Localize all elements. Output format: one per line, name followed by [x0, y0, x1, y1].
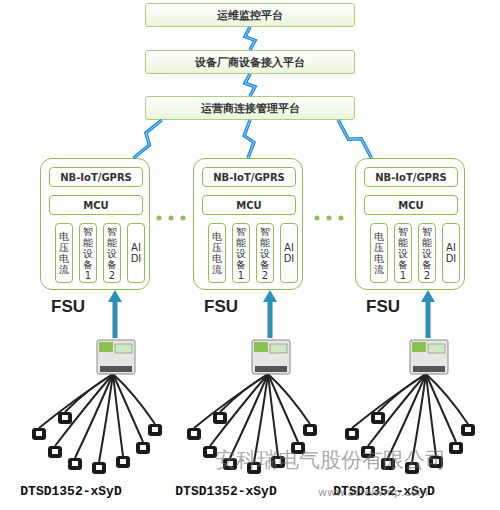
- lightning-stroke: [338, 120, 371, 158]
- module-box: MCU: [364, 195, 458, 215]
- fsu-label: FSU: [51, 297, 85, 317]
- interface-name: AI DI: [282, 242, 296, 264]
- wireless-link: [245, 27, 255, 50]
- interface-name: 电压电流: [210, 231, 224, 275]
- wireless-link: [338, 120, 371, 158]
- data-arrow: [108, 290, 122, 338]
- meter-device: DTSD1352-xSyD: [85, 338, 145, 473]
- lightning-highlight: [134, 120, 162, 158]
- wireless-link: [244, 120, 254, 158]
- module-name: NB-IoT/GPRS: [375, 172, 447, 183]
- fsu-box: FSUNB-IoT/GPRSMCU电压电流智能设备1智能设备2AI DI: [193, 158, 303, 290]
- lightning-stroke: [134, 120, 162, 158]
- module-name: NB-IoT/GPRS: [60, 172, 132, 183]
- data-arrow: [421, 290, 435, 338]
- arrow-head: [263, 290, 277, 302]
- lightning-highlight: [245, 74, 255, 96]
- lightning-stroke: [245, 74, 255, 96]
- fsu-label: FSU: [366, 297, 400, 317]
- ellipsis-dot: [169, 216, 174, 221]
- platform-name: 设备厂商设备接入平台: [195, 55, 305, 70]
- module-box: NB-IoT/GPRS: [202, 167, 296, 187]
- interface-name: 智能设备2: [258, 226, 272, 281]
- interface-box: 电压电流: [370, 223, 388, 283]
- watermark: www.acrelwmp.com: [318, 486, 428, 499]
- interface-name: 智能设备1: [396, 226, 410, 281]
- module-name: NB-IoT/GPRS: [213, 172, 285, 183]
- arrow-head: [108, 290, 122, 302]
- fsu-label: FSU: [204, 297, 238, 317]
- lightning-stroke: [244, 120, 254, 158]
- interface-box: 电压电流: [55, 223, 73, 283]
- interface-box: 智能设备2: [256, 223, 274, 283]
- interface-name: 智能设备1: [81, 226, 95, 281]
- interface-box: AI DI: [280, 223, 298, 283]
- interface-box: 智能设备1: [394, 223, 412, 283]
- interface-name: 电压电流: [372, 231, 386, 275]
- arrow-shaft: [113, 301, 118, 338]
- platform-box: 运营商连接管理平台: [145, 96, 355, 120]
- interface-name: 智能设备2: [420, 226, 434, 281]
- ellipsis-dot: [339, 216, 344, 221]
- platform-box: 设备厂商设备接入平台: [145, 50, 355, 74]
- module-box: MCU: [49, 195, 143, 215]
- interface-name: AI DI: [444, 242, 458, 264]
- interface-box: AI DI: [127, 223, 145, 283]
- platform-name: 运维监控平台: [217, 8, 283, 23]
- interface-name: 智能设备1: [234, 226, 248, 281]
- ellipsis-dot: [327, 216, 332, 221]
- interface-box: 智能设备1: [79, 223, 97, 283]
- lightning-highlight: [245, 27, 255, 50]
- arrow-shaft: [268, 301, 273, 338]
- meter-illustration: [32, 340, 162, 474]
- arrow-shaft: [426, 301, 431, 338]
- interface-box: 智能设备2: [103, 223, 121, 283]
- platform-box: 运维监控平台: [145, 3, 355, 27]
- fsu-box: FSUNB-IoT/GPRSMCU电压电流智能设备1智能设备2AI DI: [40, 158, 150, 290]
- module-name: MCU: [236, 200, 261, 211]
- interface-box: 电压电流: [208, 223, 226, 283]
- interface-box: 智能设备1: [232, 223, 250, 283]
- interface-name: AI DI: [129, 242, 143, 264]
- module-name: MCU: [83, 200, 108, 211]
- data-arrow: [263, 290, 277, 338]
- ellipsis-dot: [181, 216, 186, 221]
- ellipsis-dot: [157, 216, 162, 221]
- module-box: MCU: [202, 195, 296, 215]
- watermark: 安科瑞电气股份有限公司: [215, 446, 446, 474]
- lightning-highlight: [244, 120, 254, 158]
- wireless-link: [245, 74, 255, 96]
- model-label: DTSD1352-xSyD: [11, 484, 131, 499]
- module-box: NB-IoT/GPRS: [364, 167, 458, 187]
- interface-name: 智能设备2: [105, 226, 119, 281]
- model-label: DTSD1352-xSyD: [166, 484, 286, 499]
- interface-name: 电压电流: [57, 231, 71, 275]
- ellipsis-dot: [315, 216, 320, 221]
- interface-box: 智能设备2: [418, 223, 436, 283]
- platform-name: 运营商连接管理平台: [201, 101, 300, 116]
- module-box: NB-IoT/GPRS: [49, 167, 143, 187]
- fsu-box: FSUNB-IoT/GPRSMCU电压电流智能设备1智能设备2AI DI: [355, 158, 465, 290]
- module-name: MCU: [398, 200, 423, 211]
- lightning-highlight: [338, 120, 371, 158]
- wireless-link: [134, 120, 162, 158]
- interface-box: AI DI: [442, 223, 460, 283]
- lightning-stroke: [245, 27, 255, 50]
- arrow-head: [421, 290, 435, 302]
